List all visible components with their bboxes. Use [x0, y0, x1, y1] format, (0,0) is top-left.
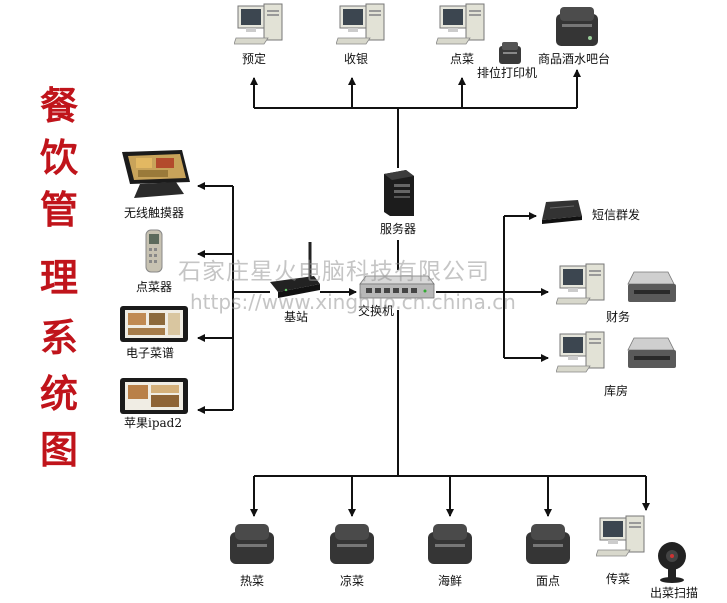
- tablet-icon: [120, 306, 188, 342]
- label-switch: 交换机: [358, 304, 395, 318]
- title-char: 饮: [39, 135, 78, 180]
- title-char: 统: [39, 371, 78, 416]
- kitchen-printer-icon: [526, 524, 570, 564]
- label-ipad: 苹果ipad2: [124, 416, 182, 430]
- server-icon: [384, 170, 414, 216]
- label-yuding: 预定: [242, 52, 267, 66]
- title-char: 图: [39, 427, 78, 472]
- label-pastry: 面点: [536, 574, 561, 588]
- dot-matrix-printer-icon: [627, 271, 676, 302]
- label-base-station: 基站: [284, 310, 309, 324]
- computer-icon: [436, 3, 485, 45]
- computer-icon: [556, 263, 605, 305]
- label-scan: 出菜扫描: [650, 586, 699, 600]
- sms-modem-icon: [542, 200, 582, 224]
- label-cold: 凉菜: [340, 574, 365, 588]
- switch-icon: [359, 275, 435, 299]
- label-bar: 商品酒水吧台: [538, 52, 611, 66]
- watermark-url: https://www.xinghuo.cn.china.cn: [190, 290, 516, 314]
- handheld-device-icon: [145, 229, 163, 273]
- kitchen-printer-icon: [428, 524, 472, 564]
- touch-pos-icon: [122, 150, 190, 198]
- label-diancai: 点菜: [450, 52, 475, 66]
- title-char: 餐: [39, 83, 78, 128]
- title-char: 系: [39, 315, 78, 360]
- computer-icon: [556, 331, 605, 373]
- label-pass: 传菜: [606, 572, 631, 586]
- label-shouyin: 收银: [344, 52, 369, 66]
- kitchen-printer-icon: [230, 524, 274, 564]
- label-seafood: 海鲜: [438, 574, 463, 588]
- title-char: 管: [39, 187, 78, 232]
- barcode-scanner-icon: [658, 542, 686, 583]
- tablet-icon: [120, 378, 188, 414]
- computer-icon: [234, 3, 283, 45]
- receipt-printer-icon: [499, 42, 521, 64]
- watermark-company: 石家庄星火电脑科技有限公司: [178, 259, 490, 285]
- label-e-menu: 电子菜谱: [126, 346, 175, 360]
- receipt-printer-icon: [556, 7, 598, 46]
- label-warehouse: 库房: [604, 384, 629, 398]
- label-touch: 无线触摸器: [124, 206, 185, 220]
- computer-icon: [596, 515, 645, 557]
- label-finance: 财务: [606, 310, 631, 324]
- kitchen-printer-icon: [330, 524, 374, 564]
- label-hot: 热菜: [240, 574, 265, 588]
- label-paiwei-printer: 排位打印机: [477, 66, 538, 80]
- title-char: 理: [39, 255, 78, 300]
- dot-matrix-printer-icon: [627, 337, 676, 368]
- computer-icon: [336, 3, 385, 45]
- router-icon: [270, 242, 320, 298]
- label-sms: 短信群发: [592, 208, 641, 222]
- label-ordering-device: 点菜器: [136, 280, 173, 294]
- label-server: 服务器: [380, 222, 417, 236]
